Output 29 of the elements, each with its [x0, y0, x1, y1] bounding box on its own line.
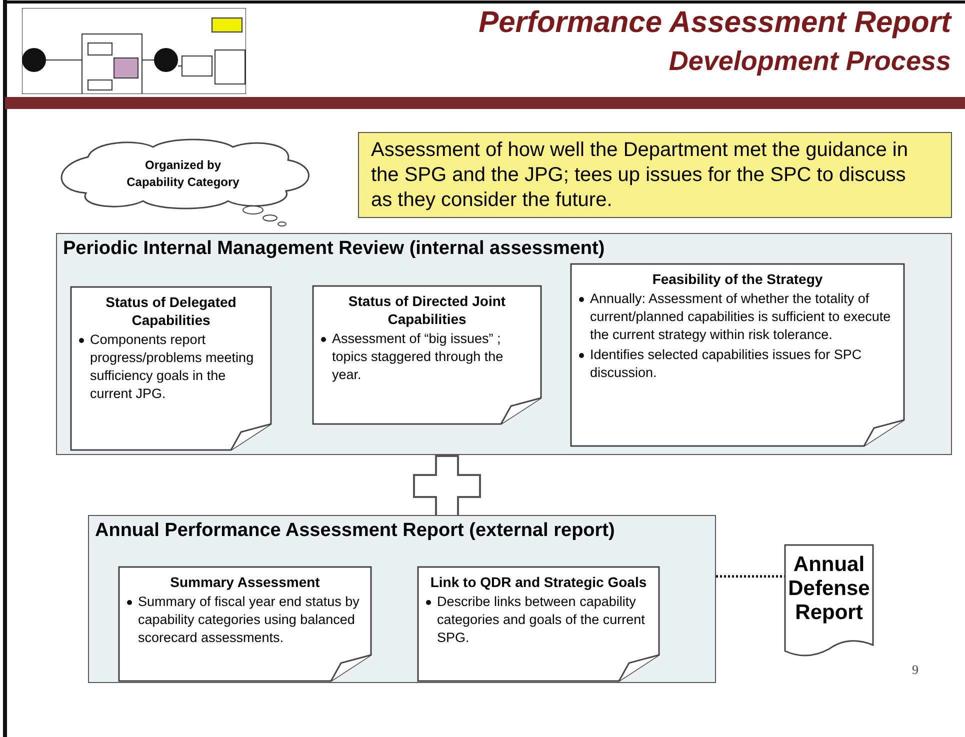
dotted-connector — [716, 575, 785, 578]
callout-box — [358, 132, 952, 218]
document-title: Annual Defense Report — [787, 553, 871, 625]
callout-text: Assessment of how well the Department met the guidance in the SPG and the JPG; tees up issues for the SPC to discuss as they consider the future. — [371, 138, 909, 213]
note-heading: Feasibility of the Strategy — [651, 270, 824, 288]
bullet-text: Identifies selected capabilities issues for SPC discussion. — [590, 346, 863, 382]
panel-heading: Periodic Internal Management Review (internal assessment) — [63, 238, 605, 260]
note-card — [418, 567, 659, 681]
bullet-text: Describe links between capability categories and goals of the current SPG. — [437, 593, 646, 647]
note-card — [119, 567, 371, 681]
document-shape — [785, 545, 873, 657]
panel-heading: Annual Performance Assessment Report (external report) — [95, 520, 615, 542]
note-heading: Summary Assessment — [169, 573, 321, 591]
note-card — [313, 286, 541, 424]
section-panel — [88, 515, 716, 683]
section-panel — [56, 233, 952, 455]
note-heading: Status of Delegated Capabilities — [104, 293, 238, 329]
bullet-text: Assessment of “big issues” ; topics staggered through the year. — [332, 330, 504, 384]
slide-title: Performance Assessment Report — [478, 6, 951, 40]
note-heading: Link to QDR and Strategic Goals — [429, 573, 648, 591]
page-number: 9 — [912, 662, 918, 678]
note-card — [571, 264, 904, 446]
cloud-text: Organized by Capability Category — [126, 157, 240, 191]
bullet-text: Annually: Assessment of whether the totality of current/planned capabilities is sufficient to execute the current strategy within risk tolerance. — [590, 290, 892, 344]
note-card — [71, 287, 271, 450]
bullet-text: Components report progress/problems meeting sufficiency goals in the current JPG. — [90, 331, 255, 403]
note-heading: Status of Directed Joint Capabilities — [347, 292, 507, 328]
bullet-text: Summary of fiscal year end status by capability categories using balanced scorecard assessments. — [138, 593, 360, 647]
slide-subtitle: Development Process — [668, 46, 951, 77]
